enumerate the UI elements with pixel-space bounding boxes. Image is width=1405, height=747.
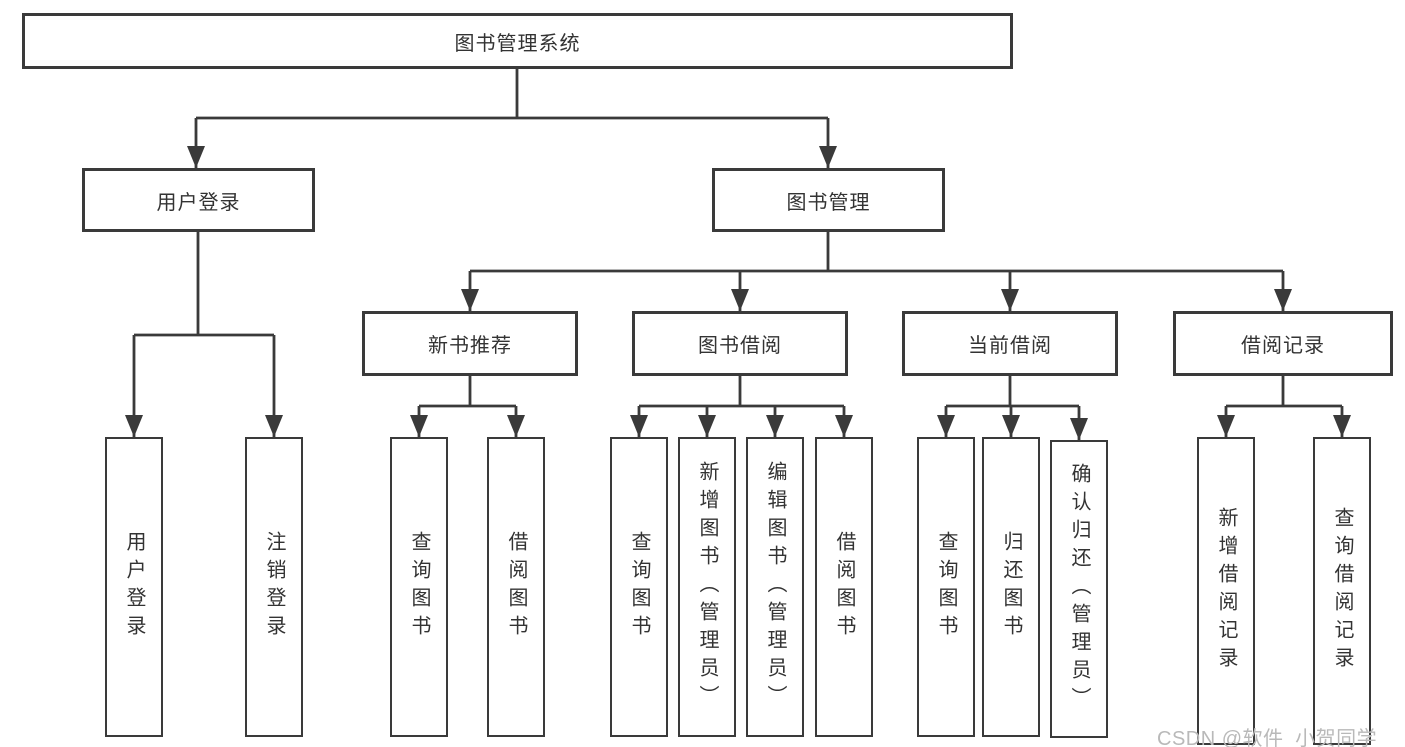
leaf-query-books-recommend: 查询图书 bbox=[390, 437, 448, 737]
connector-borrow-records-to-children bbox=[1217, 376, 1351, 437]
node-current-borrow: 当前借阅 bbox=[902, 311, 1118, 376]
leaf-query-books-borrow: 查询图书 bbox=[610, 437, 668, 737]
csdn-watermark: CSDN @软件_小贺同学 bbox=[1157, 728, 1378, 747]
connector-user-login-to-children bbox=[125, 232, 283, 437]
connector-book-borrow-to-children bbox=[630, 376, 853, 437]
leaf-confirm-return-admin: 确认归还（管理员） bbox=[1050, 440, 1108, 738]
leaf-add-borrow-record: 新增借阅记录 bbox=[1197, 437, 1255, 745]
leaf-edit-books-admin: 编辑图书（管理员） bbox=[746, 437, 804, 737]
node-borrow-records: 借阅记录 bbox=[1173, 311, 1393, 376]
connector-current-borrow-to-children bbox=[937, 376, 1088, 440]
leaf-add-books-admin: 新增图书（管理员） bbox=[678, 437, 736, 737]
node-user-login-branch: 用户登录 bbox=[82, 168, 315, 232]
node-book-management-system: 图书管理系统 bbox=[22, 13, 1013, 69]
connector-book-mgmt-to-level3 bbox=[461, 232, 1292, 311]
leaf-borrow-books-recommend: 借阅图书 bbox=[487, 437, 545, 737]
connector-root-to-level2 bbox=[187, 69, 837, 168]
node-book-management-branch: 图书管理 bbox=[712, 168, 945, 232]
leaf-query-borrow-record: 查询借阅记录 bbox=[1313, 437, 1371, 745]
node-book-borrow: 图书借阅 bbox=[632, 311, 848, 376]
leaf-query-books-current: 查询图书 bbox=[917, 437, 975, 737]
leaf-return-books: 归还图书 bbox=[982, 437, 1040, 737]
leaf-logout: 注销登录 bbox=[245, 437, 303, 737]
node-new-book-recommend: 新书推荐 bbox=[362, 311, 578, 376]
leaf-borrow-books: 借阅图书 bbox=[815, 437, 873, 737]
connector-new-books-to-children bbox=[410, 376, 525, 437]
leaf-user-login: 用户登录 bbox=[105, 437, 163, 737]
